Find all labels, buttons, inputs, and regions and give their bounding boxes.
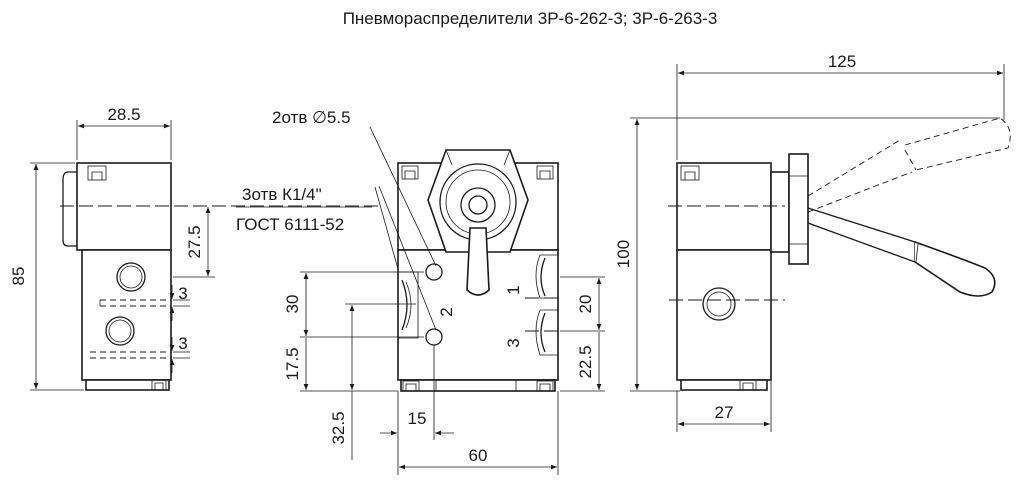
- port-label-1: 1: [504, 285, 523, 294]
- side-view: 28.5 85 27.5 3 3: [9, 105, 380, 391]
- right-upper-block: [676, 162, 772, 251]
- dim-side-gap1: 3: [178, 284, 187, 303]
- right-port: [702, 287, 736, 321]
- right-nut: [788, 153, 809, 265]
- side-lower-block: [81, 249, 172, 381]
- dim-front-bottom: 32.5: [329, 411, 348, 444]
- dim-right-height: 100: [614, 240, 633, 268]
- right-lever-dashed: [807, 139, 901, 197]
- dim-side-gap2: 3: [178, 334, 187, 353]
- side-port-upper: [116, 262, 146, 292]
- note-holes: 2отв ∅5.5: [272, 108, 351, 127]
- port-label-3: 3: [504, 338, 523, 347]
- dim-front-right-upper: 20: [576, 295, 595, 314]
- dim-front-hole-spacing: 30: [283, 295, 302, 314]
- note-ports-line1: 3отв К1/4": [242, 185, 322, 204]
- dim-front-width: 60: [469, 446, 488, 465]
- dim-right-base: 27: [715, 403, 734, 422]
- side-upper-block: [76, 162, 172, 251]
- front-lever: [466, 227, 490, 296]
- side-bump: [62, 171, 77, 247]
- drawing-title: Пневмораспределители 3Р-6-262-3; 3Р-6-26…: [343, 9, 718, 28]
- dim-front-hole-x: 15: [408, 409, 427, 428]
- dim-side-height: 85: [9, 267, 28, 286]
- note-ports-line2: ГОСТ 6111-52: [236, 215, 344, 234]
- dim-front-right-lower: 22.5: [576, 345, 595, 378]
- port-label-2: 2: [437, 307, 456, 316]
- side-bottom-cap: [85, 379, 170, 391]
- dim-side-width: 28.5: [107, 105, 140, 124]
- dim-side-offset: 27.5: [185, 225, 204, 258]
- front-view: 1 2 3 2отв ∅5.5 3отв К1/4" ГОСТ 6111-52 …: [236, 108, 605, 475]
- dim-front-lower: 17.5: [283, 347, 302, 380]
- dim-right-width: 125: [828, 52, 856, 71]
- lever-side-view: 125 100 27: [614, 52, 1011, 432]
- right-lever-solid: [807, 207, 916, 263]
- front-hole-upper: [425, 263, 443, 281]
- side-port-lower: [105, 316, 135, 346]
